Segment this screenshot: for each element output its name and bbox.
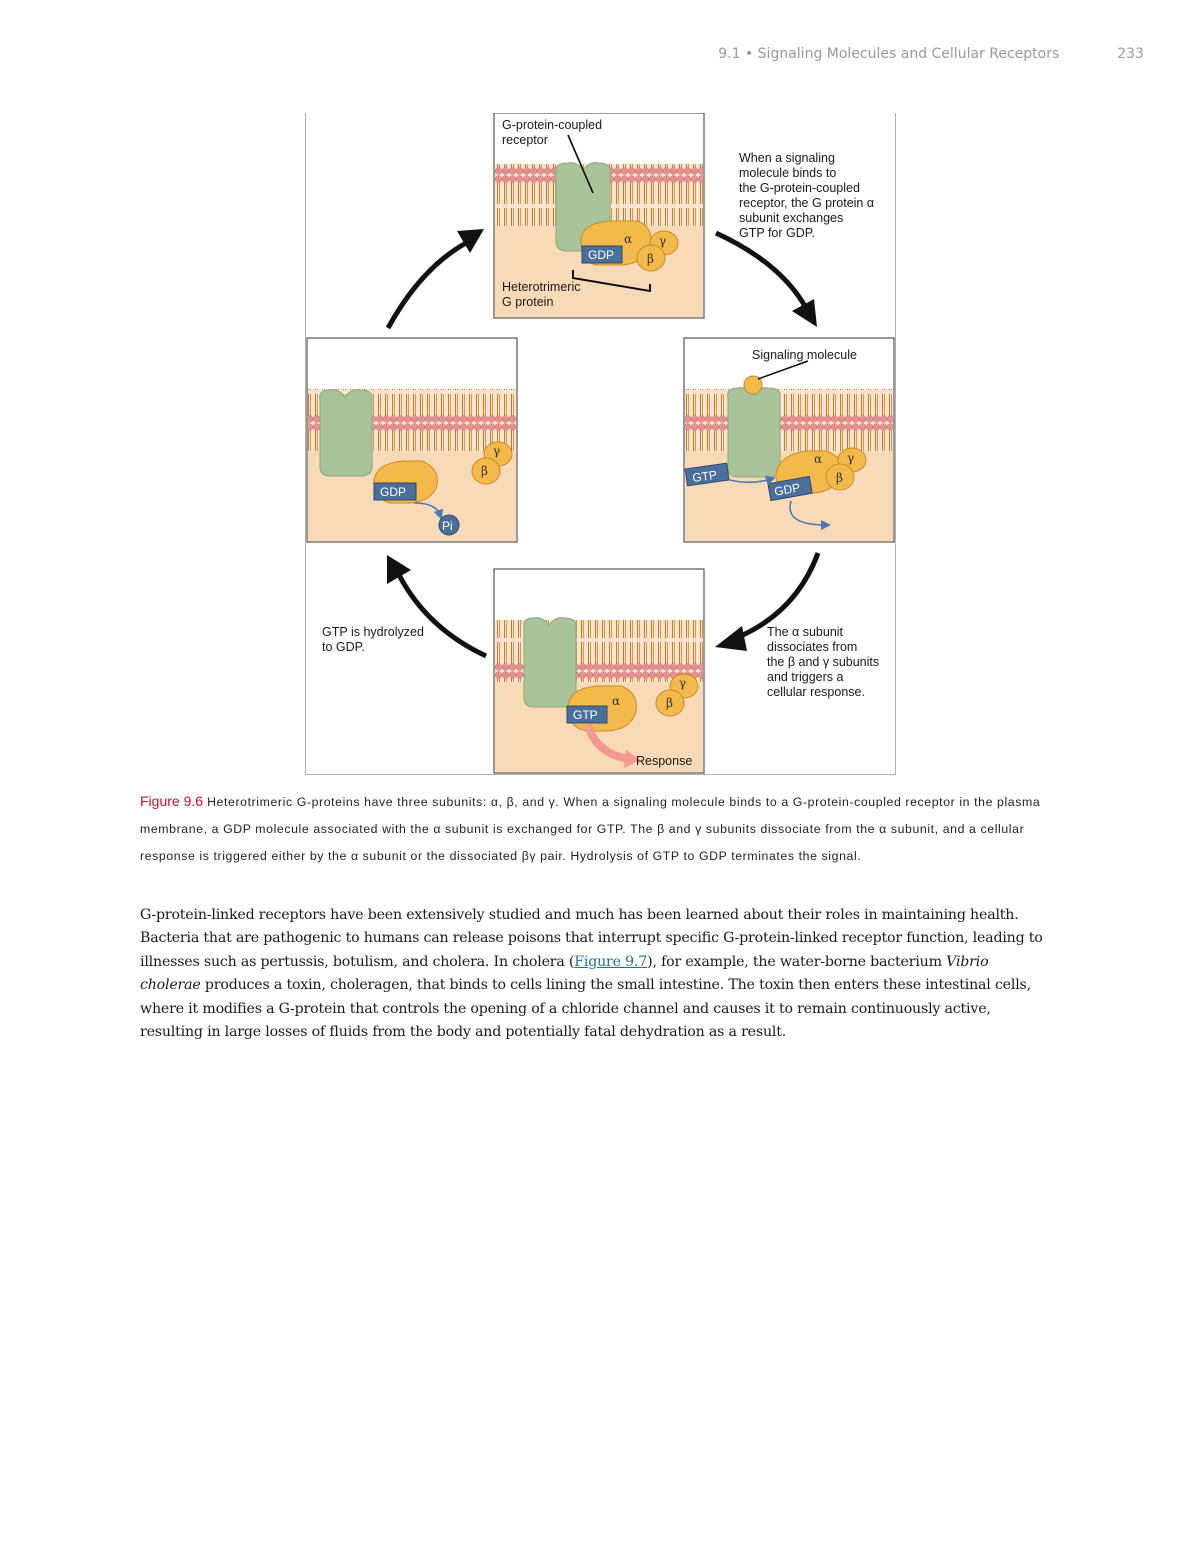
svg-text:Heterotrimeric: Heterotrimeric bbox=[502, 280, 581, 294]
svg-text:GDP: GDP bbox=[588, 248, 614, 262]
svg-text:γ: γ bbox=[679, 676, 686, 690]
svg-text:GTP for GDP.: GTP for GDP. bbox=[739, 226, 815, 240]
svg-text:γ: γ bbox=[847, 451, 854, 465]
panel-top: GDP α γ β G-protein-coupled receptor Het… bbox=[493, 113, 705, 319]
svg-text:G protein: G protein bbox=[502, 295, 553, 309]
svg-text:the β and γ subunits: the β and γ subunits bbox=[767, 655, 879, 669]
svg-text:dissociates from: dissociates from bbox=[767, 640, 857, 654]
svg-text:β: β bbox=[836, 471, 843, 485]
panel-right: GTP GDP α γ β Signaling molecule bbox=[683, 337, 895, 543]
svg-text:Pi: Pi bbox=[442, 519, 453, 533]
figure-caption: Figure 9.6 Heterotrimeric G-proteins hav… bbox=[140, 788, 1050, 870]
caption-text: Heterotrimeric G-proteins have three sub… bbox=[140, 795, 1041, 863]
section-title: 9.1 • Signaling Molecules and Cellular R… bbox=[718, 46, 1060, 62]
svg-text:Response: Response bbox=[636, 754, 692, 768]
svg-text:the G-protein-coupled: the G-protein-coupled bbox=[739, 181, 860, 195]
svg-text:β: β bbox=[647, 252, 654, 266]
svg-text:GTP is hydrolyzed: GTP is hydrolyzed bbox=[322, 625, 424, 639]
svg-text:GTP: GTP bbox=[691, 468, 717, 485]
svg-text:molecule binds to: molecule binds to bbox=[739, 166, 836, 180]
svg-text:subunit exchanges: subunit exchanges bbox=[739, 211, 843, 225]
svg-text:β: β bbox=[481, 464, 488, 478]
svg-text:GDP: GDP bbox=[773, 480, 801, 498]
gdp-box bbox=[581, 245, 623, 264]
svg-text:α: α bbox=[814, 452, 822, 466]
svg-text:β: β bbox=[666, 696, 673, 710]
step-3-text: GTP is hydrolyzed to GDP. bbox=[322, 625, 424, 654]
paragraph-text-3: produces a toxin, choleragen, that binds… bbox=[140, 977, 1031, 1041]
svg-text:When a signaling: When a signaling bbox=[739, 151, 835, 165]
paragraph-text-2: ), for example, the water-borne bacteriu… bbox=[647, 953, 947, 970]
paragraph-text-1: G-protein-linked receptors have been ext… bbox=[140, 907, 1043, 970]
figure-9-6: GDP α γ β G-protein-coupled receptor Het… bbox=[305, 113, 896, 775]
g-protein-bracket bbox=[572, 270, 651, 293]
svg-text:GDP: GDP bbox=[380, 485, 406, 499]
svg-text:γ: γ bbox=[659, 234, 666, 248]
step-1-text: When a signaling molecule binds to the G… bbox=[739, 151, 874, 240]
panel-left: GDP Pi γ β bbox=[306, 337, 518, 543]
svg-text:and triggers a: and triggers a bbox=[767, 670, 843, 684]
svg-text:Signaling molecule: Signaling molecule bbox=[752, 348, 857, 362]
svg-text:to GDP.: to GDP. bbox=[322, 640, 365, 654]
g-protein-cycle-diagram: GDP α γ β G-protein-coupled receptor Het… bbox=[306, 113, 895, 774]
svg-text:The α subunit: The α subunit bbox=[767, 625, 844, 639]
svg-text:γ: γ bbox=[493, 444, 500, 458]
svg-text:α: α bbox=[612, 694, 620, 708]
cycle-arrows bbox=[385, 229, 821, 659]
page-number: 233 bbox=[1117, 46, 1144, 62]
svg-text:cellular response.: cellular response. bbox=[767, 685, 865, 699]
phosphate-circle bbox=[438, 514, 460, 536]
svg-text:G-protein-coupled: G-protein-coupled bbox=[502, 118, 602, 132]
figure-9-7-link[interactable]: Figure 9.7 bbox=[574, 953, 648, 970]
svg-text:GTP: GTP bbox=[573, 708, 598, 722]
signaling-molecule bbox=[743, 375, 763, 395]
panel-bottom: GTP α γ β Response bbox=[493, 568, 705, 774]
step-2-text: The α subunit dissociates from the β and… bbox=[767, 625, 879, 699]
running-head: 9.1 • Signaling Molecules and Cellular R… bbox=[718, 46, 1144, 62]
svg-text:receptor: receptor bbox=[502, 133, 548, 147]
species-name: Vibrio cholerae bbox=[140, 953, 989, 994]
figure-label: Figure 9.6 bbox=[140, 793, 204, 809]
svg-text:receptor, the G protein α: receptor, the G protein α bbox=[739, 196, 874, 210]
svg-text:α: α bbox=[624, 232, 632, 246]
body-paragraph: G-protein-linked receptors have been ext… bbox=[140, 904, 1052, 1044]
